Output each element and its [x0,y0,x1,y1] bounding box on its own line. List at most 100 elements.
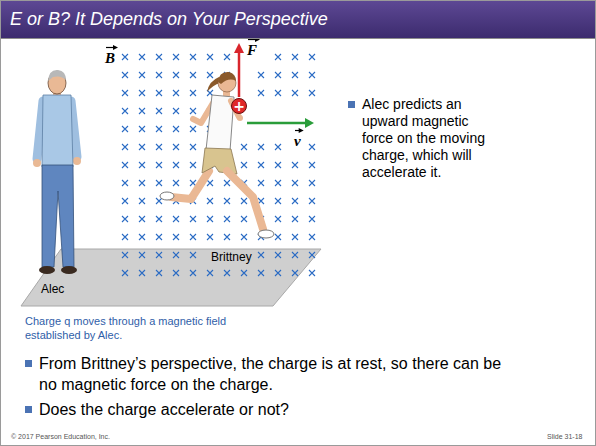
field-into-page-mark [309,90,315,96]
field-into-page-mark [309,162,315,168]
vector-mark-head [113,45,118,50]
field-into-page-mark [139,126,145,132]
field-into-page-mark [275,54,281,60]
charge-sign: + [233,99,245,113]
field-into-page-mark [173,180,179,186]
alec-figure [33,70,81,274]
field-into-page-mark [122,270,128,276]
field-into-page-mark [275,162,281,168]
field-into-page-mark [156,54,162,60]
field-into-page-mark [275,252,281,258]
brittney-figure [160,72,274,238]
field-into-page-mark [122,126,128,132]
field-into-page-mark [156,252,162,258]
field-into-page-mark [292,162,298,168]
field-symbol: B [105,45,117,66]
field-into-page-mark [275,216,281,222]
field-into-page-mark [156,144,162,150]
field-into-page-mark [309,252,315,258]
field-into-page-mark [292,270,298,276]
field-into-page-mark [207,54,213,60]
field-into-page-mark [241,144,247,150]
field-into-page-mark [173,144,179,150]
field-into-page-mark [241,162,247,168]
field-into-page-mark [190,270,196,276]
vector-arrows [106,37,304,133]
field-into-page-mark [173,234,179,240]
field-into-page-mark [207,72,213,78]
field-into-page-mark [224,216,230,222]
field-into-page-mark [156,270,162,276]
field-into-page-mark [275,270,281,276]
bullet-square [348,101,355,108]
field-into-page-mark [122,216,128,222]
field-into-page-mark [122,198,128,204]
charge-circle: + [231,98,247,114]
field-into-page-mark [292,180,298,186]
field-into-page-mark [190,162,196,168]
field-into-page-mark [139,270,145,276]
field-into-page-mark [190,234,196,240]
field-into-page-mark [241,216,247,222]
field-into-page-mark [292,252,298,258]
field-into-page-mark [190,126,196,132]
person-name: Alec [39,282,66,296]
field-into-page-mark [309,180,315,186]
field-into-page-mark [156,216,162,222]
field-into-page-mark [292,54,298,60]
field-into-page-mark [190,216,196,222]
field-into-page-mark [122,144,128,150]
bullet-text: Alec predicts an upward magnetic force o… [362,96,492,181]
field-into-page-mark [309,72,315,78]
field-into-page-mark [207,180,213,186]
field-into-page-mark [241,198,247,204]
field-into-page-mark [309,144,315,150]
field-into-page-mark [190,108,196,114]
velocity-symbol: v [294,128,303,149]
field-into-page-mark [190,180,196,186]
field-into-page-mark [139,216,145,222]
field-into-page-mark [139,252,145,258]
field-into-page-mark [139,198,145,204]
field-into-page-mark [122,54,128,60]
field-into-page-mark [173,216,179,222]
field-into-page-mark [275,234,281,240]
field-into-page-mark [139,234,145,240]
field-into-page-mark [258,72,264,78]
field-into-page-mark [122,72,128,78]
slide-title: E or B? It Depends on Your Perspective [10,9,596,30]
field-into-page-mark [156,198,162,204]
field-into-page-mark [224,180,230,186]
field-into-page-mark [258,162,264,168]
vector-mark-head [299,128,304,133]
field-into-page-mark [190,72,196,78]
field-into-page-mark [190,252,196,258]
magnetic-field-marks [122,54,315,276]
field-into-page-mark [173,54,179,60]
field-into-page-mark [122,90,128,96]
field-into-page-mark [139,108,145,114]
bullet-square [25,360,32,367]
field-into-page-mark [173,72,179,78]
field-into-page-mark [275,180,281,186]
field-into-page-mark [207,198,213,204]
field-into-page-mark [190,144,196,150]
bullet-square [25,406,32,413]
field-into-page-mark [139,144,145,150]
field-into-page-mark [139,90,145,96]
field-into-page-mark [156,126,162,132]
field-into-page-mark [275,90,281,96]
field-into-page-mark [173,270,179,276]
field-into-page-mark [292,72,298,78]
field-into-page-mark [139,54,145,60]
field-into-page-mark [224,234,230,240]
field-into-page-mark [275,72,281,78]
bullet-text: From Brittney’s perspective, the charge … [39,353,519,395]
field-into-page-mark [139,162,145,168]
field-into-page-mark [139,72,145,78]
velocity-arrow [247,118,314,128]
figure-caption: Charge q moves through a magnetic field … [25,314,240,342]
force-arrow [234,43,244,97]
field-into-page-mark [292,216,298,222]
